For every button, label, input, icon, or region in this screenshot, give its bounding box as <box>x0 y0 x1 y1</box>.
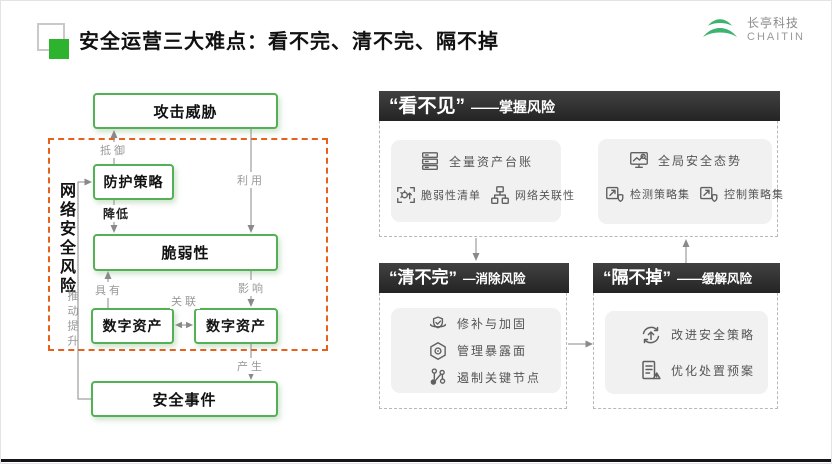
key-nodes-icon <box>427 366 449 388</box>
logo-company-name: 长亭科技 <box>747 15 800 30</box>
node-vulnerability: 脆弱性 <box>93 234 278 271</box>
contain-nodes-label: 遏制关键节点 <box>457 370 542 385</box>
network-topology-icon <box>489 184 511 206</box>
asset-ledger-label: 全量资产台账 <box>448 154 533 169</box>
edge-label-produce: 产生 <box>236 358 266 374</box>
node-attack-threat: 攻击威胁 <box>93 93 278 129</box>
security-posture-monitor-icon <box>628 149 650 171</box>
edge-label-relate: 关联 <box>170 293 200 309</box>
detection-policy-icon <box>604 183 626 205</box>
panel-cant-see-title: “看不见” <box>389 96 466 117</box>
edge-label-exploit: 利用 <box>236 172 266 188</box>
node-digital-asset-left: 数字资产 <box>91 308 174 344</box>
exposure-management-label: 管理暴露面 <box>457 344 528 358</box>
panel-cant-clear-subtitle: —消除风险 <box>463 272 526 286</box>
edge-label-promote: 推动提升 <box>66 290 78 350</box>
slide-bottom-bar <box>1 459 831 462</box>
detection-policy-label: 检测策略集 <box>630 189 690 201</box>
node-digital-asset-right: 数字资产 <box>194 308 278 344</box>
posture-card: 全局安全态势 检测策略集 <box>598 139 783 224</box>
panel-cant-clear-title: “清不完” <box>389 268 457 287</box>
mitigation-card: 改进安全策略 优化处置预案 <box>605 311 768 394</box>
asset-visibility-card: 全量资产台账 脆弱性清单 <box>391 140 574 222</box>
edge-label-resist: 抵御 <box>99 142 129 158</box>
improve-strategy-label: 改进安全策略 <box>671 328 756 343</box>
panel-cant-clear-header: “清不完” —消除风险 <box>379 263 569 293</box>
pavilion-logo-icon <box>700 15 740 45</box>
remediation-card: 修补与加固 管理暴露面 遏制关键 <box>391 308 561 393</box>
network-risk-vertical-label: 网络安全风险 <box>57 182 74 296</box>
vulnerability-scan-icon <box>395 184 417 206</box>
server-rack-icon <box>419 150 441 172</box>
patch-hardening-label: 修补与加固 <box>457 317 528 332</box>
edge-label-possess: 具有 <box>94 282 124 298</box>
panel-cant-isolate-header: “隔不掉” ——缓解风险 <box>593 263 780 293</box>
logo-brand-name: CHAITIN <box>747 30 805 43</box>
node-protection-strategy: 防护策略 <box>93 164 174 200</box>
logo-text: 长亭科技 CHAITIN <box>747 15 805 43</box>
edge-label-reduce: 降低 <box>101 205 131 222</box>
control-policy-icon <box>698 183 720 205</box>
improve-cycle-icon <box>639 323 663 347</box>
network-relevance-label: 网络关联性 <box>515 190 575 202</box>
control-policy-label: 控制策略集 <box>724 189 784 201</box>
panel-cant-see-subtitle: ——掌握风险 <box>471 99 556 115</box>
title-deco-square-green <box>49 39 69 59</box>
exposure-target-icon <box>427 340 449 362</box>
shield-check-icon <box>427 313 449 335</box>
network-risk-dashed-frame <box>48 138 328 351</box>
vulnerability-list-label: 脆弱性清单 <box>421 190 481 202</box>
global-posture-label: 全局安全态势 <box>657 153 742 168</box>
optimize-plan-label: 优化处置预案 <box>671 363 756 378</box>
chaitin-logo: 长亭科技 CHAITIN <box>700 15 805 45</box>
panel-cant-isolate-subtitle: ——缓解风险 <box>677 272 753 286</box>
page-title: 安全运营三大难点：看不完、清不完、隔不掉 <box>79 31 499 53</box>
edge-label-affect: 影响 <box>237 280 267 296</box>
panel-cant-see-header: “看不见” ——掌握风险 <box>379 91 780 121</box>
node-security-incident: 安全事件 <box>91 381 278 417</box>
panel-cant-isolate-title: “隔不掉” <box>603 268 671 287</box>
plan-warning-doc-icon <box>639 358 663 382</box>
